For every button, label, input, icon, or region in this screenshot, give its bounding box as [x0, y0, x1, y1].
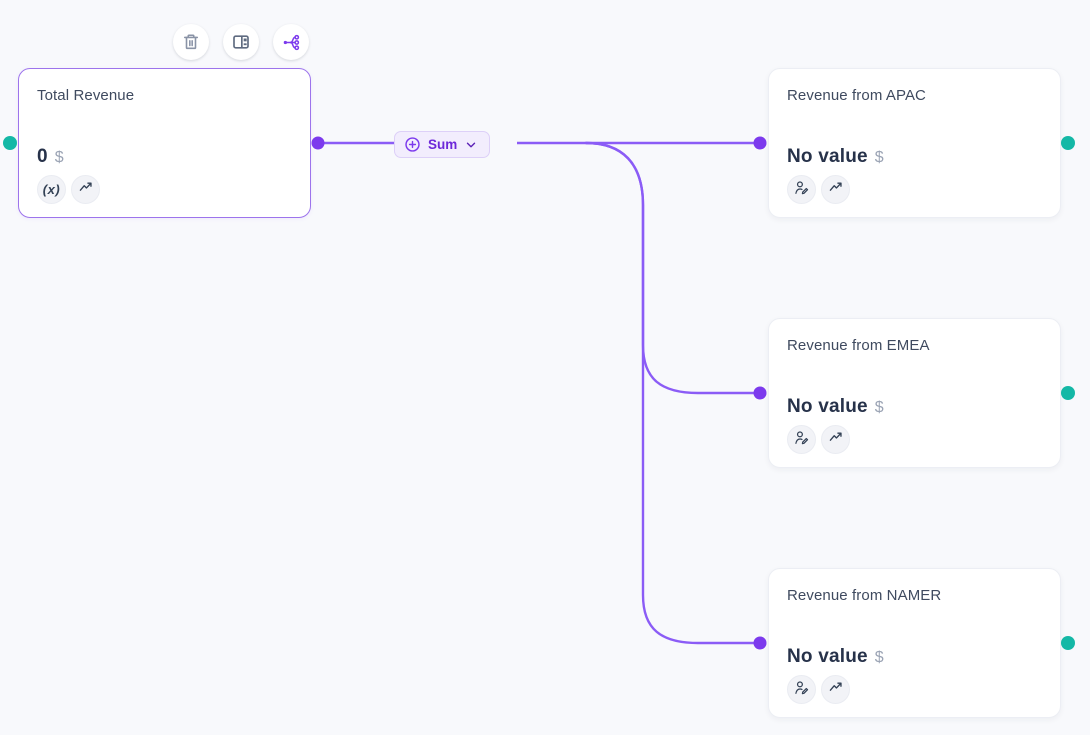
node-unit: $ [874, 149, 884, 166]
trend-badge [71, 175, 100, 204]
node-value: No value [787, 646, 868, 667]
operator-sum-dropdown[interactable]: Sum [394, 131, 491, 158]
trend-badge [821, 425, 850, 454]
node-value-row: No value $ [787, 646, 1042, 668]
person-edit-badge [787, 425, 816, 454]
person-edit-badge [787, 675, 816, 704]
node-value: No value [787, 146, 868, 167]
trend-badge [821, 675, 850, 704]
person-edit-icon [793, 429, 810, 451]
trend-up-icon [78, 179, 94, 200]
plus-circle-icon [404, 136, 421, 153]
formula-badge: (x) [37, 175, 66, 204]
edge-endpoint-dot [753, 386, 767, 400]
node-revenue-emea[interactable]: Revenue from EMEA No value $ [768, 318, 1061, 468]
node-revenue-namer[interactable]: Revenue from NAMER No value $ [768, 568, 1061, 718]
tree-branches-icon [281, 32, 302, 53]
edge-endpoint-dot [753, 636, 767, 650]
side-panel-icon [231, 32, 251, 52]
connection-handle[interactable] [1061, 386, 1075, 400]
person-edit-icon [793, 179, 810, 201]
node-unit: $ [54, 149, 64, 166]
node-value-row: No value $ [787, 396, 1042, 418]
trend-up-icon [828, 179, 844, 200]
trend-up-icon [828, 429, 844, 450]
edge-endpoint-dot [311, 136, 325, 150]
trash-icon [181, 32, 201, 52]
node-title: Revenue from EMEA [787, 337, 930, 354]
delete-button[interactable] [173, 24, 209, 60]
person-edit-badge [787, 175, 816, 204]
edge-operator-to-emea [584, 141, 759, 395]
node-total-revenue[interactable]: Total Revenue 0 $ (x) [18, 68, 311, 218]
edge-endpoint-dot [753, 136, 767, 150]
badges-row [787, 675, 1042, 704]
node-unit: $ [874, 649, 884, 666]
person-edit-icon [793, 679, 810, 701]
operator-label: Sum [428, 137, 458, 152]
node-value-row: No value $ [787, 146, 1042, 168]
tree-layout-button[interactable] [273, 24, 309, 60]
side-panel-button[interactable] [223, 24, 259, 60]
badges-row: (x) [37, 175, 292, 204]
badges-row [787, 175, 1042, 204]
edge-operator-to-namer [584, 141, 759, 645]
formula-icon: (x) [42, 182, 61, 197]
node-unit: $ [874, 399, 884, 416]
node-value-row: 0 $ [37, 146, 292, 168]
badges-row [787, 425, 1042, 454]
node-value: No value [787, 396, 868, 417]
connection-handle[interactable] [1061, 136, 1075, 150]
connection-handle[interactable] [3, 136, 17, 150]
connection-handle[interactable] [1061, 636, 1075, 650]
node-revenue-apac[interactable]: Revenue from APAC No value $ [768, 68, 1061, 218]
node-title: Revenue from NAMER [787, 587, 942, 604]
node-value: 0 [37, 146, 48, 167]
node-title: Total Revenue [37, 87, 135, 104]
node-title: Revenue from APAC [787, 87, 926, 104]
trend-badge [821, 175, 850, 204]
chevron-down-icon [464, 138, 478, 152]
trend-up-icon [828, 679, 844, 700]
